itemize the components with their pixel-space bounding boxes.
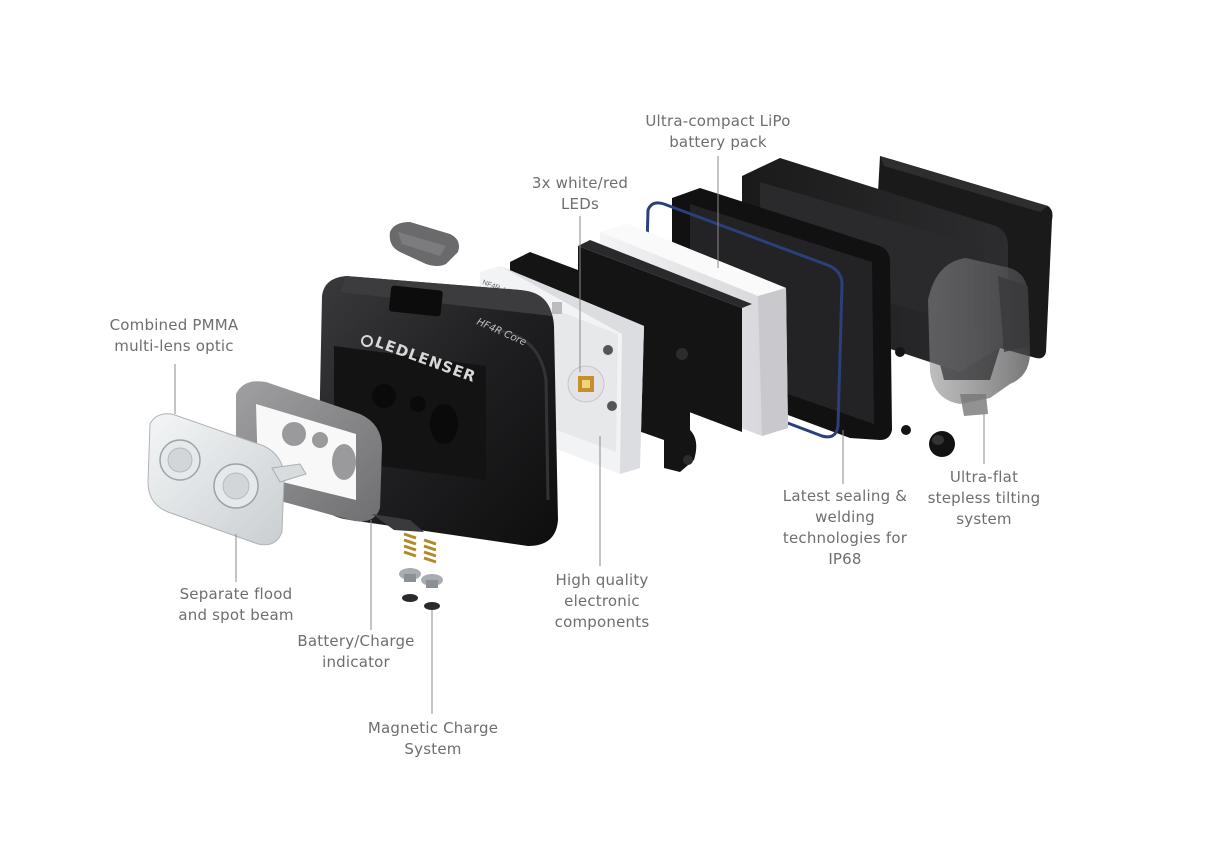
magnetic-pins xyxy=(399,568,443,610)
label-magnetic: Magnetic Charge System xyxy=(367,719,499,758)
label-electronics: High quality electronic components xyxy=(554,571,650,631)
button-cap xyxy=(389,222,459,266)
leader-lines xyxy=(174,156,985,714)
label-optic: Combined PMMA multi-lens optic xyxy=(109,316,239,355)
tilting-hinge-clear xyxy=(928,258,1030,416)
label-indicator: Battery/Charge indicator xyxy=(297,632,415,671)
pmma-optic xyxy=(147,413,307,546)
label-beam: Separate flood and spot beam xyxy=(178,585,294,624)
brand-logo-icon xyxy=(361,335,373,347)
label-sealing: Latest sealing & welding technologies fo… xyxy=(782,487,908,568)
label-tilting: Ultra-flat stepless tilting system xyxy=(927,468,1041,528)
tilt-knob xyxy=(929,431,955,457)
label-battery-pack: Ultra-compact LiPo battery pack xyxy=(645,112,791,151)
label-leds: 3x white/red LEDs xyxy=(531,174,629,213)
indicator-light-pipe xyxy=(372,514,424,532)
charge-springs xyxy=(403,532,437,564)
